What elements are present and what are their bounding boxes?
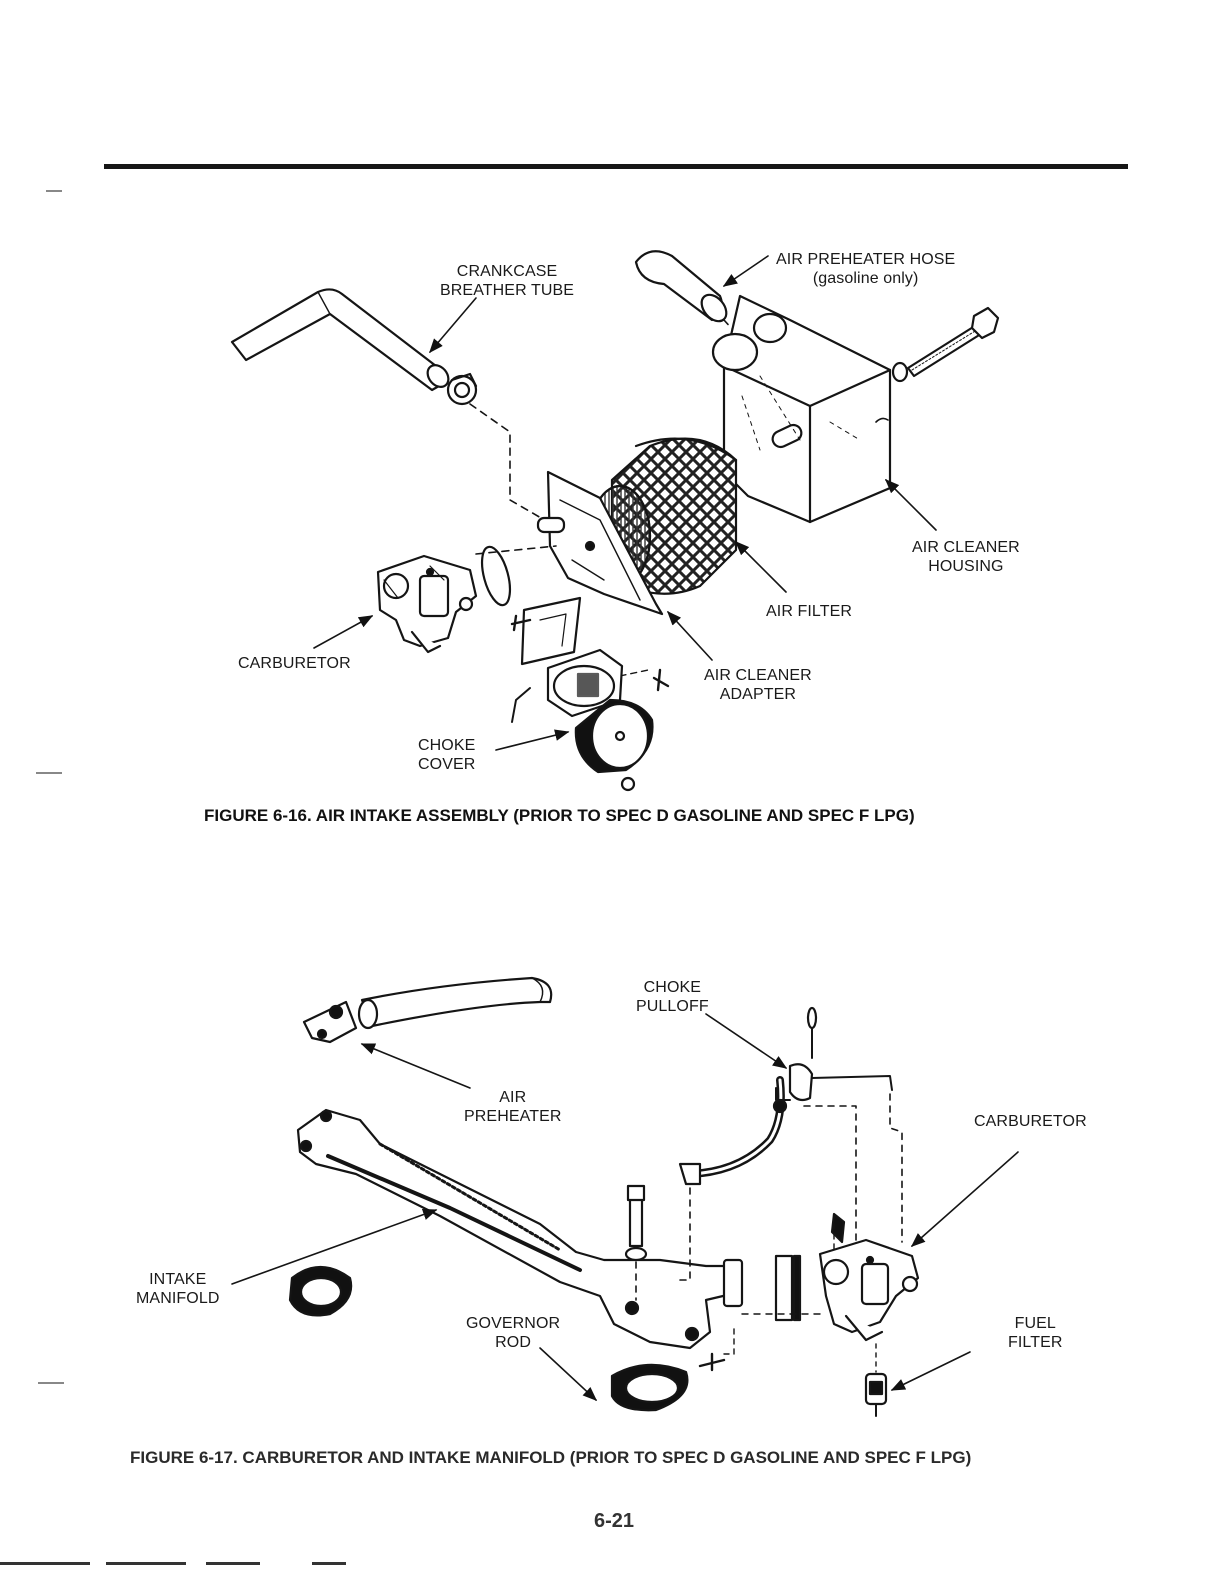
label-governor-rod: GOVERNOR ROD [466,1315,561,1351]
label-air-cleaner-housing: AIR CLEANER HOUSING [912,539,1020,575]
choke-assembly [511,648,624,723]
air-intake-assembly-drawing [230,250,1000,792]
label-air-preheater: AIR PREHEATER [464,1089,562,1125]
choke-bracket [520,596,582,666]
housing-bolt [891,306,1000,383]
footer-bar [106,1562,186,1565]
carburetor-intake-manifold-drawing [231,976,1019,1417]
figure-6-16-caption: FIGURE 6-16. AIR INTAKE ASSEMBLY (PRIOR … [204,806,915,825]
carburetor-gasket [480,545,512,607]
label-carburetor-17: CARBURETOR [974,1113,1087,1130]
choke-cover-part [574,698,654,792]
margin-mark [38,1382,64,1384]
intake-manifold-part [296,1108,744,1350]
label-air-preheater-hose: AIR PREHEATER HOSE (gasoline only) [776,251,956,287]
figure-6-16: CRANKCASE BREATHER TUBE AIR PREHEATER HO… [0,200,1224,800]
fuel-line [686,1076,785,1178]
carburetor-spacer [774,1254,794,1322]
cover-screw [652,668,670,692]
label-choke-pulloff: CHOKE PULLOFF [636,979,709,1015]
figure-6-17: CHOKE PULLOFF AIR PREHEATER CARBURETOR I… [0,960,1224,1420]
manifold-gasket-left [288,1266,353,1317]
manifold-gasket-bottom [610,1363,689,1412]
hose-clamp [446,372,478,406]
carburetor-body [376,554,478,654]
governor-linkage [830,1212,846,1244]
header-rule [104,164,1128,169]
choke-pulloff-part [775,1006,893,1102]
label-choke-cover: CHOKE COVER [418,737,476,773]
bracket-screw [510,614,532,632]
label-intake-manifold: INTAKE MANIFOLD [136,1271,220,1307]
footer-bar [312,1562,346,1565]
label-air-cleaner-adapter: AIR CLEANER ADAPTER [704,667,812,703]
page-number: 6-21 [594,1510,635,1532]
label-carburetor: CARBURETOR [238,655,351,672]
carburetor-part [818,1238,920,1342]
manifold-bolt [624,1184,648,1262]
air-cleaner-housing [711,294,892,524]
footer-bar [206,1562,260,1565]
footer-bar [0,1562,90,1565]
air-preheater-part [302,1000,358,1044]
label-air-filter: AIR FILTER [766,603,853,620]
air-cleaner-adapter [536,470,664,616]
label-crankcase-breather-tube: CRANKCASE BREATHER TUBE [440,263,575,299]
air-preheater-tube [360,976,553,1028]
margin-mark [46,190,62,192]
margin-mark [36,772,62,774]
figure-6-17-caption: FIGURE 6-17. CARBURETOR AND INTAKE MANIF… [130,1448,972,1467]
manifold-screw [698,1352,726,1372]
label-fuel-filter: FUEL FILTER [1008,1315,1063,1351]
fuel-filter-part [864,1372,888,1417]
crankcase-breather-tube [230,288,448,392]
